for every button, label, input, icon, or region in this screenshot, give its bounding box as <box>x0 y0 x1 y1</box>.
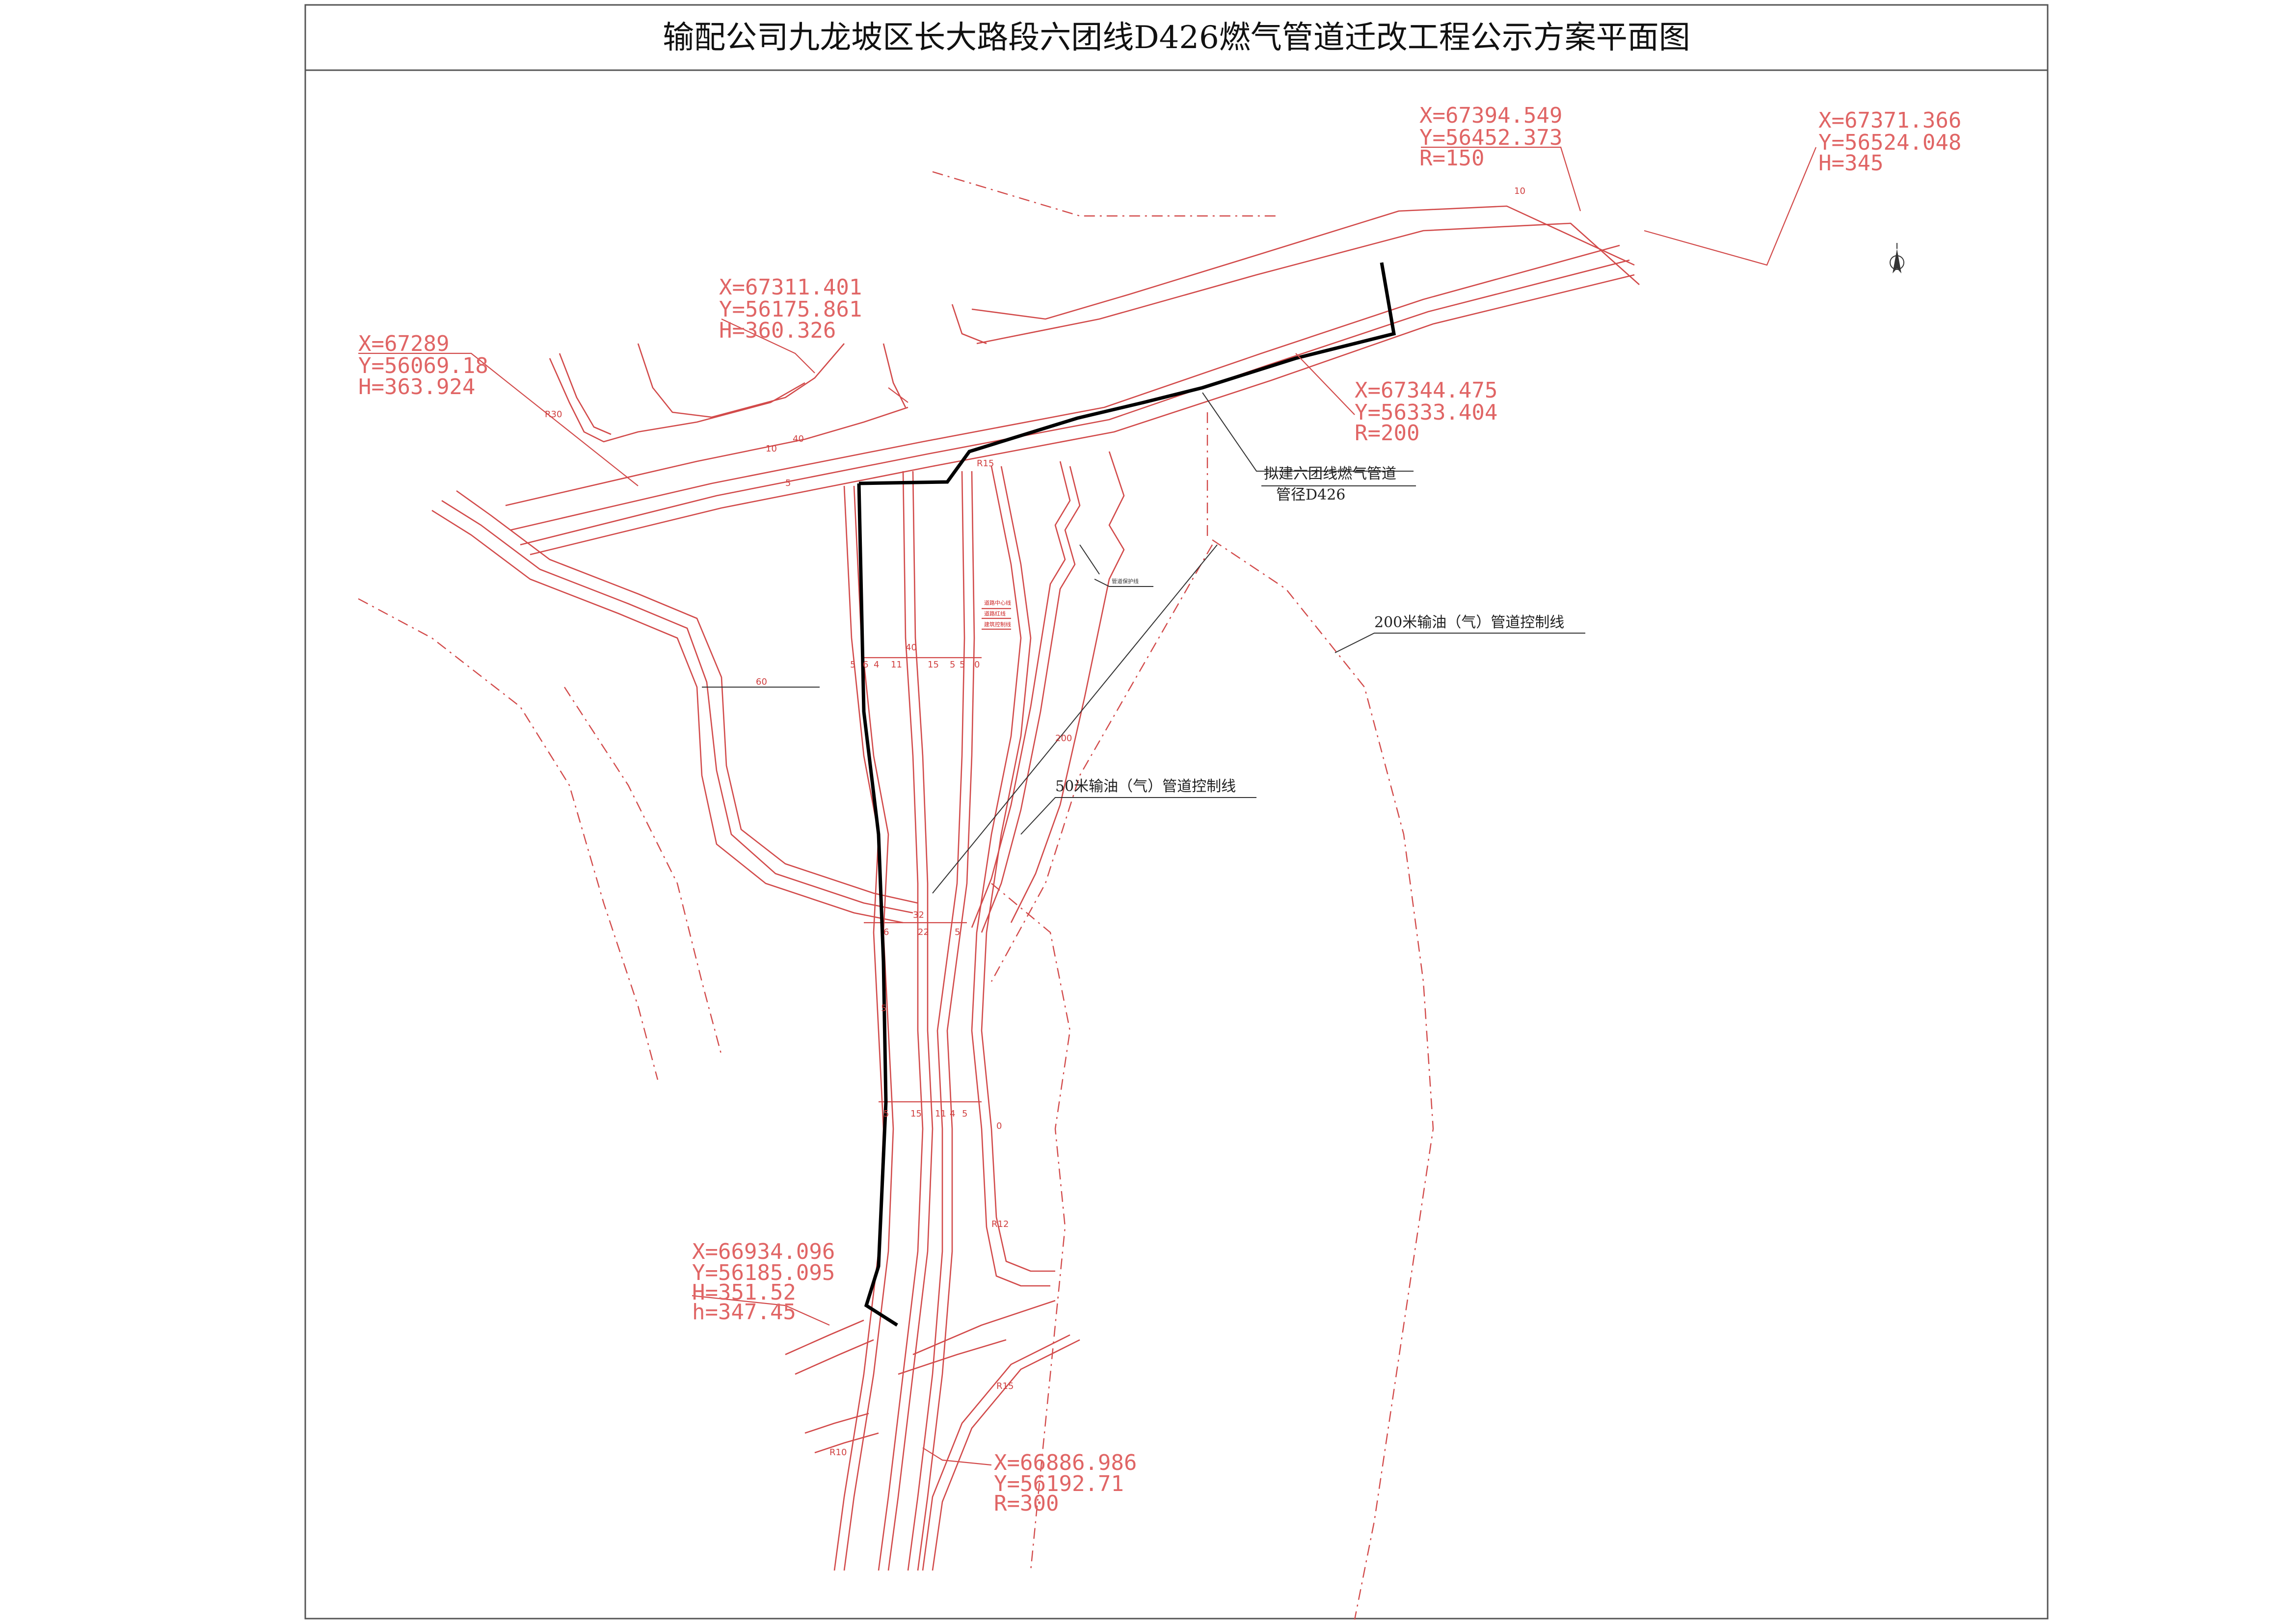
coord-top-right-1-x: X=67394.549 <box>1419 103 1562 128</box>
legend-centerline: 道路中心线 <box>984 599 1011 606</box>
drawing-title: 输配公司九龙坡区长大路段六团线D426燃气管道迁改工程公示方案平面图 <box>663 20 1690 56</box>
dim-upper-p3: 4 <box>874 660 879 670</box>
proposed-pipeline-south <box>857 483 898 1327</box>
coord-right-mid-x: X=67344.475 <box>1355 378 1497 403</box>
coord-left-y: Y=56069.18 <box>358 353 488 378</box>
coord-left-h: H=363.924 <box>358 374 475 399</box>
dim-low-p6: 0 <box>996 1121 1002 1131</box>
protection-line-label: 管道保护线 <box>1112 578 1139 585</box>
dim-upper-p2: 6 <box>863 660 868 670</box>
coordinate-callouts: X=67394.549 Y=56452.373 R=150 X=67371.36… <box>358 103 1961 1516</box>
coord-bottom-left-x: X=66934.096 <box>692 1239 835 1264</box>
coord-upper-mid-y: Y=56175.861 <box>719 297 862 322</box>
dim-r-bottom2: R10 <box>829 1447 847 1458</box>
dim-upper-width: 40 <box>906 642 917 653</box>
coord-top-right-2-h: H=345 <box>1818 151 1883 176</box>
dim-upper-p8: 0 <box>974 660 980 670</box>
annotations: 拟建六团线燃气管道 管径D426 200米输油（气）管道控制线 50米输油（气）… <box>1020 392 1585 835</box>
coord-left-x: X=67289 <box>358 331 449 356</box>
coord-top-right-1-y: Y=56452.373 <box>1419 125 1562 150</box>
coord-right-mid-y: Y=56333.404 <box>1355 400 1497 425</box>
coord-bottom-right-y: Y=56192.71 <box>994 1471 1124 1496</box>
coord-bottom-right-x: X=66886.986 <box>994 1450 1137 1475</box>
dim-upper-p5: 15 <box>928 660 939 670</box>
dim-road-a: 40 <box>793 434 804 444</box>
dim-mid-p2: 22 <box>918 927 929 937</box>
legend-redline: 道路红线 <box>984 610 1006 617</box>
dim-low-p5: 5 <box>962 1109 967 1119</box>
pipeline-name-label: 拟建六团线燃气管道 <box>1264 465 1396 482</box>
coord-top-right-2-y: Y=56524.048 <box>1818 130 1961 155</box>
dim-mid-p1: 6 <box>883 927 889 937</box>
dim-r-upper: R15 <box>977 458 994 469</box>
dim-road-c: 10 <box>766 444 777 454</box>
dim-mid-width: 32 <box>913 910 924 920</box>
dim-diagonal: 200 <box>1055 733 1072 744</box>
dim-low-p2: 15 <box>910 1109 922 1119</box>
dim-left-offset: 60 <box>756 677 767 687</box>
dim-low-p3: 11 <box>935 1109 946 1119</box>
coord-right-mid-r: R=200 <box>1355 421 1419 446</box>
coord-bottom-left-y: Y=56185.095 <box>692 1260 835 1285</box>
dim-top-ten: 10 <box>1514 186 1525 196</box>
coord-bottom-left-h: H=351.52 <box>692 1280 796 1305</box>
coord-upper-mid-x: X=67311.401 <box>719 275 862 300</box>
coord-bottom-left-h2: h=347.45 <box>692 1300 796 1325</box>
control-200-label: 200米输油（气）管道控制线 <box>1374 614 1564 631</box>
dimension-labels: 40 5 6 4 11 15 5 5 0 32 6 22 5 5 15 11 4… <box>545 186 1525 1458</box>
dim-low-p4: 4 <box>950 1109 955 1119</box>
coord-top-right-2-x: X=67371.366 <box>1818 108 1961 133</box>
control-50-label: 50米输油（气）管道控制线 <box>1055 778 1236 795</box>
dim-upper-p4: 11 <box>891 660 902 670</box>
drawing-frame <box>304 4 2049 1620</box>
north-arrow-icon <box>1890 243 1904 273</box>
dim-road-b: 5 <box>785 478 791 488</box>
road-linework <box>358 171 1640 1620</box>
dim-mid-p3: 5 <box>955 927 960 937</box>
coord-upper-mid-h: H=360.326 <box>719 318 836 343</box>
dim-r-left: R30 <box>545 409 562 420</box>
coord-top-right-1-r: R=150 <box>1419 146 1484 171</box>
road-legend: 道路中心线 道路红线 建筑控制线 <box>984 599 1011 628</box>
coord-bottom-right-r: R=300 <box>994 1491 1059 1516</box>
pipeline-diameter-label: 管径D426 <box>1276 486 1345 504</box>
legend-building-line: 建筑控制线 <box>984 621 1011 628</box>
dim-low-p1: 5 <box>883 1109 889 1119</box>
dim-upper-p1: 5 <box>850 660 855 670</box>
dim-upper-p7: 5 <box>960 660 965 670</box>
dim-r-bottom: R15 <box>996 1381 1014 1391</box>
dim-r-low: R12 <box>991 1219 1009 1229</box>
proposed-pipeline <box>858 262 1396 485</box>
dim-side-five: 5 <box>881 1003 886 1013</box>
dim-upper-p6: 5 <box>950 660 955 670</box>
